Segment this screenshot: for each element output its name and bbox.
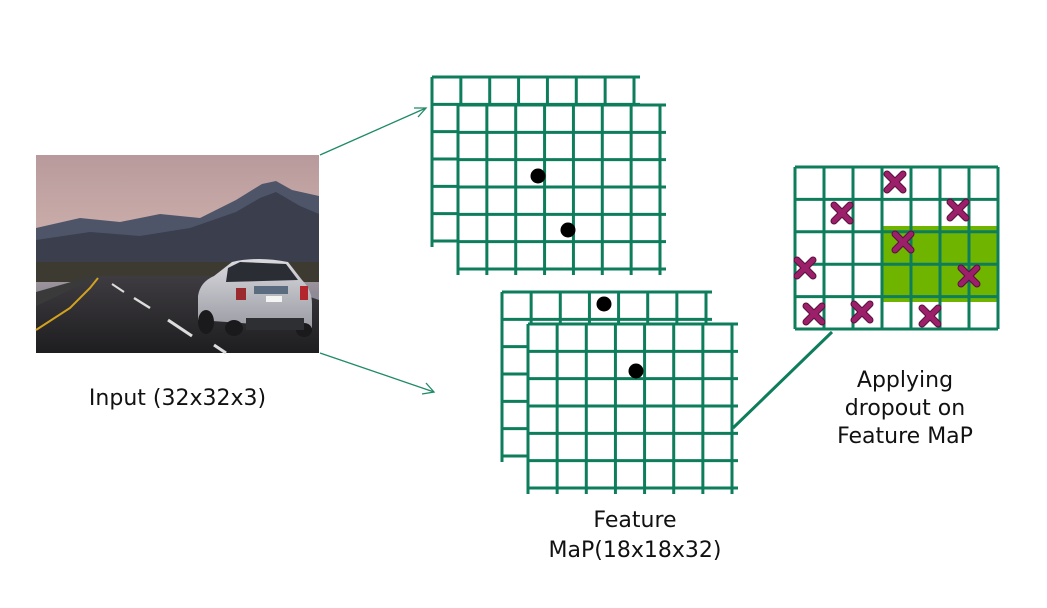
dropout-label-line3: Feature MaP (837, 424, 973, 449)
x-mark-icon (947, 199, 969, 221)
x-mark-icon (794, 257, 816, 279)
x-mark-icon (831, 202, 853, 224)
dropout-label-line1: Applying (856, 368, 954, 393)
dropout-label-line2: dropout on (844, 396, 966, 421)
feature-map-label-line2: MaP(18x18x32) (548, 538, 722, 563)
x-mark-icon (958, 265, 980, 287)
connector-line (731, 330, 834, 430)
x-mark-icon (803, 303, 825, 325)
arrow-to-feature-map-top (319, 107, 428, 156)
activation-dot-icon (560, 222, 576, 238)
dropout-feature-map (793, 165, 1000, 331)
car-icon (198, 259, 312, 337)
feature-map-top-front (456, 103, 666, 275)
feature-map-label-line1: Feature (593, 508, 677, 533)
x-mark-icon (892, 231, 914, 253)
x-mark-icon (884, 171, 906, 193)
arrow-to-feature-map-bottom (319, 352, 436, 395)
x-mark-icon (851, 301, 873, 323)
input-label: Input (32x32x3) (88, 386, 267, 411)
input-image (35, 155, 319, 355)
dropout-marks (793, 170, 981, 328)
feature-map-bottom-front (526, 322, 738, 494)
x-mark-icon (919, 305, 941, 327)
activation-dot-icon (530, 168, 546, 184)
activation-dot-icon (628, 363, 644, 379)
activation-dot-icon (596, 296, 612, 312)
